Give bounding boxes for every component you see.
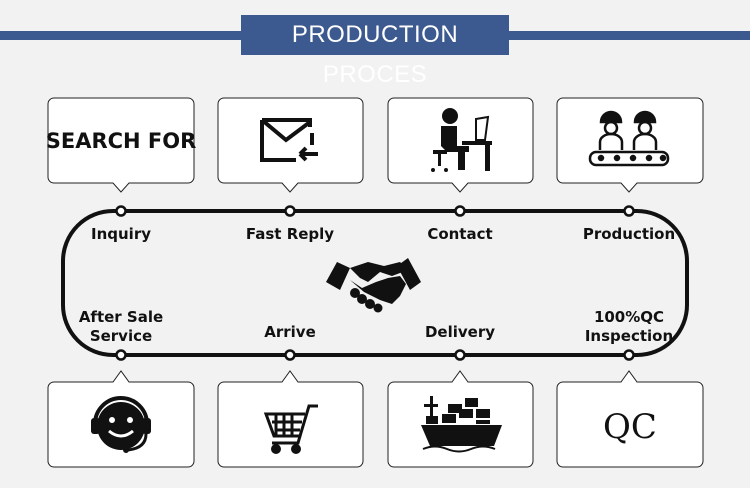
bottom-box-3 <box>387 370 534 468</box>
step-after-sale-line1: After Sale <box>79 308 163 326</box>
step-after-sale-line2: Service <box>90 327 152 345</box>
top-box-3 <box>387 97 534 193</box>
factory-workers-icon <box>588 110 670 167</box>
bottom-box-4: QC <box>556 370 704 468</box>
search-for-text-icon: SEARCH FOR <box>46 129 197 153</box>
step-production: Production <box>583 225 675 243</box>
step-qc-line2: Inspection <box>585 327 673 345</box>
qc-icon: QC <box>603 407 657 447</box>
envelope-reply-icon <box>260 118 318 162</box>
step-arrive: Arrive <box>264 323 316 341</box>
handshake-icon <box>326 258 421 313</box>
step-dots <box>115 205 635 361</box>
step-delivery: Delivery <box>425 323 495 341</box>
top-box-2 <box>217 97 364 193</box>
bottom-box-1 <box>47 370 195 468</box>
shopping-cart-icon <box>263 404 318 454</box>
top-box-1: SEARCH FOR <box>46 97 197 193</box>
step-fast-reply: Fast Reply <box>246 225 334 243</box>
person-at-desk-icon <box>431 108 492 172</box>
process-loop <box>61 209 689 357</box>
top-box-4 <box>556 97 704 193</box>
step-contact: Contact <box>427 225 492 243</box>
step-qc-line1: 100%QC <box>594 308 664 326</box>
bottom-box-2 <box>217 370 364 468</box>
step-inquiry: Inquiry <box>91 225 151 243</box>
cargo-ship-icon <box>421 396 502 453</box>
headset-support-icon <box>91 396 151 453</box>
page-title: PRODUCTION PROCES <box>241 15 509 88</box>
